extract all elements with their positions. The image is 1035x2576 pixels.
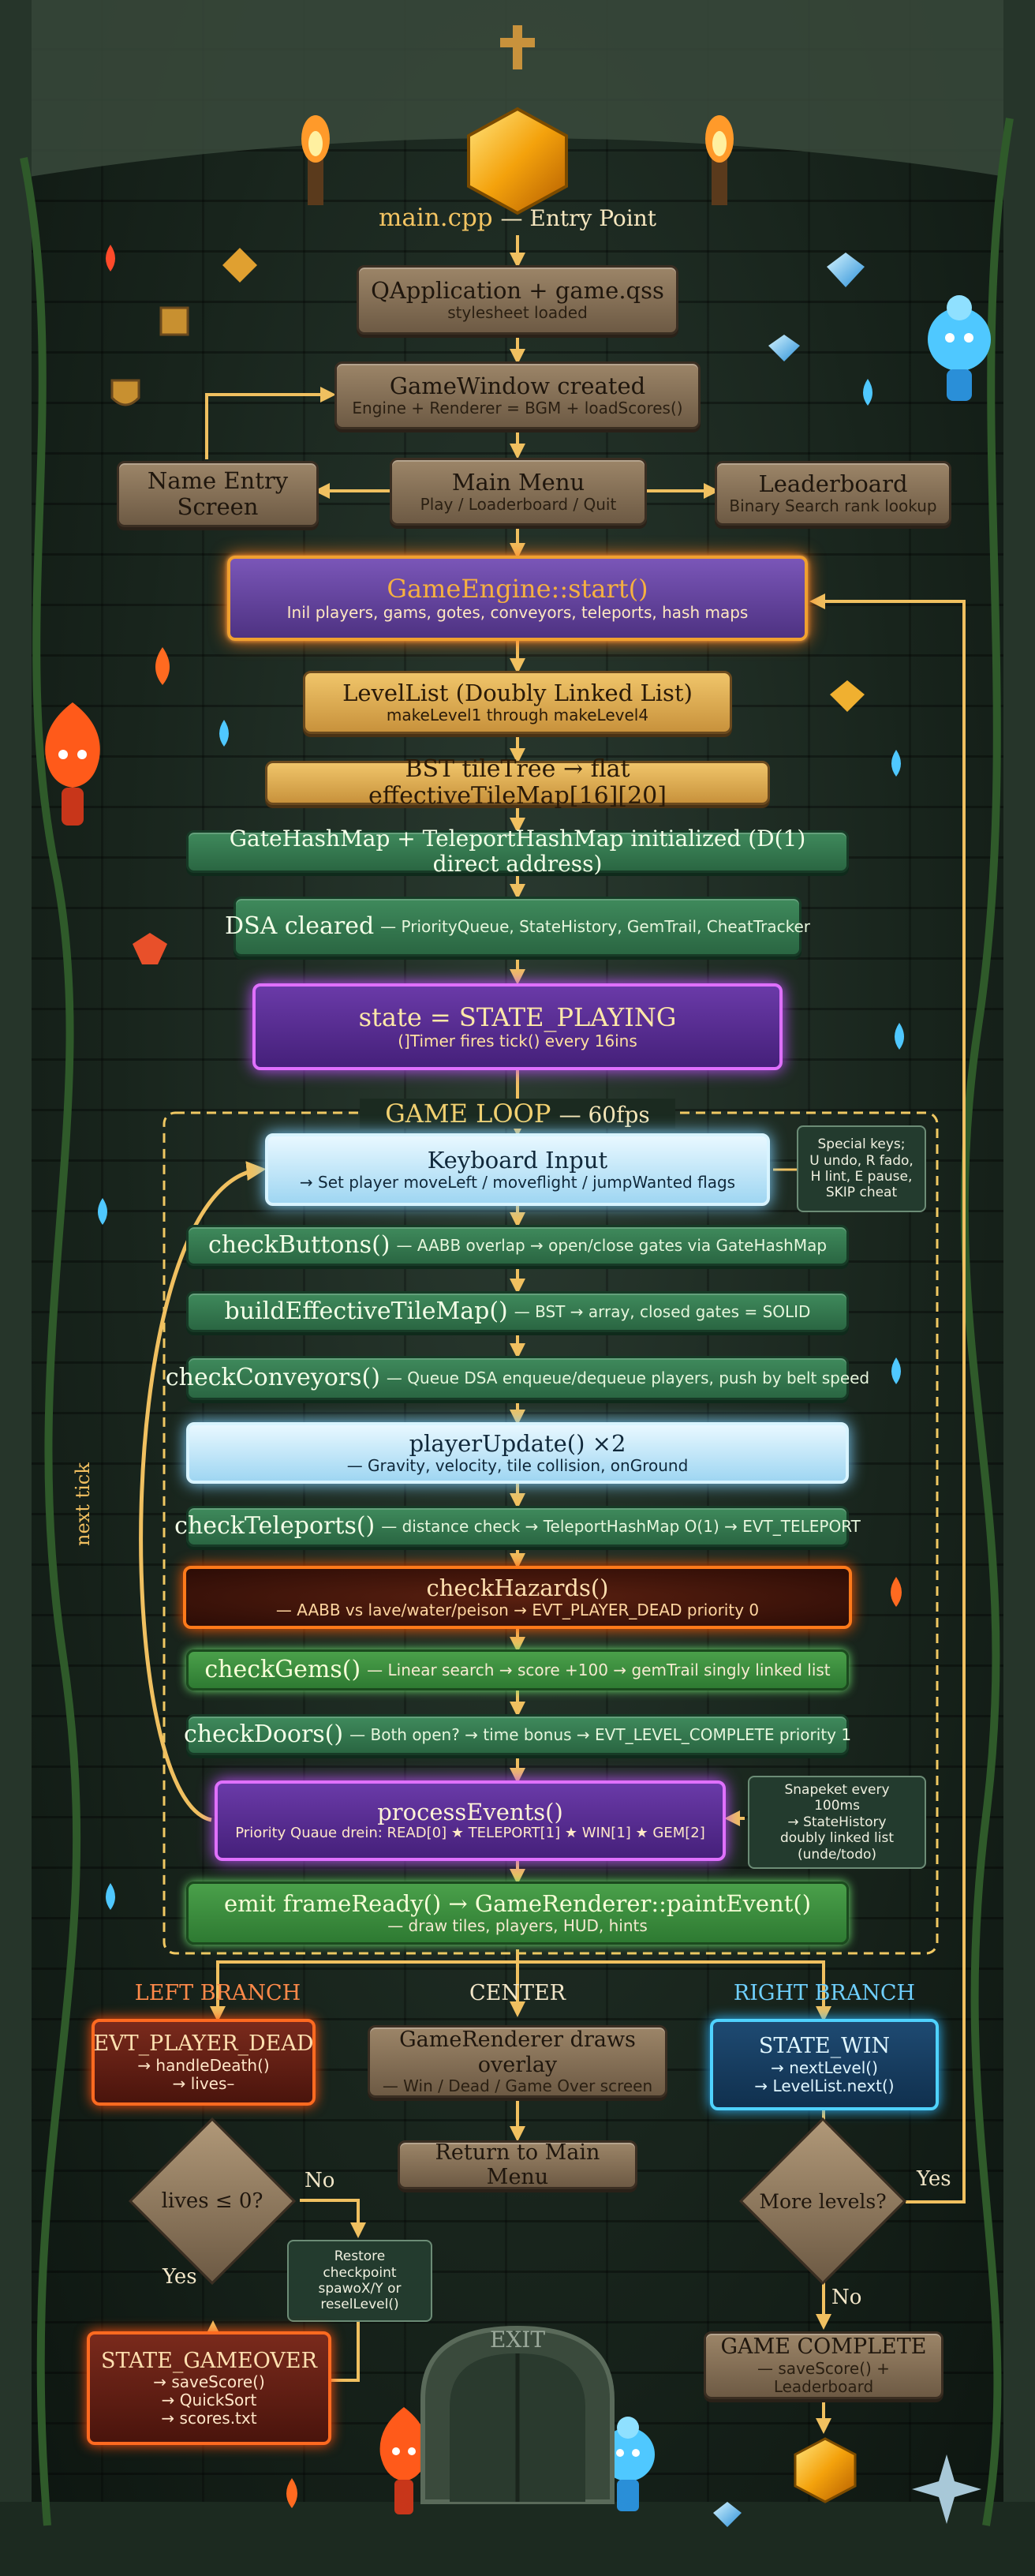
game-loop-frame: [163, 1111, 939, 1955]
leaderboard-node: Leaderboard Binary Search rank lookup: [715, 461, 951, 526]
lives-yes-label: Yes: [163, 2265, 197, 2289]
frame-ready-node: emit frameReady() → GameRenderer::paintE…: [186, 1881, 849, 1945]
bst-tiletree-node: BST tileTree → flat effectiveTileMap[16]…: [265, 755, 770, 810]
engine-start-node: GameEngine::start() Inil players, gams, …: [227, 556, 808, 641]
check-teleports-node: checkTeleports() — distance check → Tele…: [174, 1506, 861, 1547]
check-doors-node: checkDoors() — Both open? → time bonus →…: [184, 1714, 851, 1755]
water-drop-icon: [106, 1883, 115, 1910]
fire-drop-icon: [286, 2478, 297, 2508]
gem-icon-bottom: [794, 2437, 857, 2503]
qapplication-node: QApplication + game.qss stylesheet loade…: [357, 265, 678, 335]
game-loop-title: GAME LOOP — 60fps: [360, 1099, 675, 1129]
water-drop-icon: [895, 1023, 904, 1050]
state-win-node: STATE_WIN → nextLevel() → LevelList.next…: [710, 2019, 939, 2110]
special-keys-note: Special keys; U undo, R fado, H lint, E …: [797, 1125, 926, 1212]
gem-icon-top: [467, 107, 568, 215]
water-drop-icon: [98, 1198, 107, 1225]
entry-file: main.cpp: [378, 204, 493, 232]
check-conveyors-node: checkConveyors() — Queue DSA enqueue/deq…: [166, 1356, 869, 1400]
hashmap-init-node: GateHashMap + TeleportHashMap initialize…: [186, 826, 849, 877]
lives-decision: lives ≤ 0?: [128, 2117, 297, 2286]
torch-icon-right: [705, 115, 734, 205]
dsa-cleared-node: DSA cleared — PriorityQueue, StateHistor…: [225, 897, 810, 957]
restore-checkpoint-note: Restore checkpoint spawoX/Y or reselLeve…: [287, 2240, 432, 2322]
process-events-node: processEvents() Priority Quaue drein: RE…: [215, 1780, 726, 1861]
fire-drop-icon: [155, 647, 170, 685]
sparkle-icon: [912, 2454, 981, 2524]
exit-door: [420, 2325, 615, 2504]
water-drop-icon: [219, 720, 229, 747]
levels-no-label: No: [831, 2286, 862, 2309]
gold-gem-icon: [222, 248, 257, 283]
return-menu-node: Return to Main Menu: [398, 2140, 637, 2189]
gameover-node: STATE_GAMEOVER → saveScore() → QuickSort…: [87, 2331, 331, 2445]
player-dead-node: EVT_PLAYER_DEAD → handleDeath() → lives–: [92, 2019, 316, 2106]
check-hazards-node: checkHazards() — AABB vs lave/water/peis…: [183, 1566, 852, 1629]
stone-arch: [0, 0, 1035, 182]
lives-no-label: No: [305, 2169, 335, 2192]
blue-gem-icon: [713, 2502, 742, 2527]
main-menu-node: Main Menu Play / Loaderboard / Quit: [390, 458, 647, 526]
blue-gem-icon: [827, 253, 865, 287]
fireboy-icon-bottom: [379, 2407, 428, 2514]
build-tilemap-node: buildEffectiveTileMap() — BST → array, c…: [186, 1291, 849, 1332]
levellist-node: LevelList (Doubly Linked List) makeLevel…: [303, 671, 732, 734]
torch-icon-left: [301, 115, 330, 205]
exit-sign: EXIT: [489, 2327, 546, 2353]
red-gem-icon: [133, 933, 167, 964]
check-buttons-node: checkButtons() — AABB overlap → open/clo…: [186, 1225, 849, 1266]
name-entry-node: Name Entry Screen: [117, 461, 319, 527]
gold-gem-icon: [830, 680, 865, 712]
more-levels-decision: More levels?: [738, 2117, 907, 2286]
blue-gem-icon: [768, 335, 800, 361]
water-drop-icon: [863, 379, 872, 406]
state-playing-node: state = STATE_PLAYING (]Timer fires tick…: [252, 983, 783, 1070]
watergirl-icon: [928, 295, 991, 401]
gold-block-icon: [159, 306, 189, 336]
player-update-node: playerUpdate() ×2 — Gravity, velocity, t…: [186, 1422, 849, 1484]
next-tick-arrow: [139, 1161, 267, 1822]
entry-title: main.cpp — Entry Point: [281, 204, 754, 232]
gamewindow-node: GameWindow created Engine + Renderer = B…: [334, 361, 701, 429]
entry-label: — Entry Point: [500, 205, 657, 231]
water-drop-icon: [891, 750, 901, 777]
next-tick-label: next tick: [72, 1462, 94, 1546]
keyboard-input-node: Keyboard Input → Set player moveLeft / m…: [265, 1133, 770, 1206]
center-branch-label: CENTER: [469, 1981, 566, 2005]
water-drop-icon: [891, 1357, 901, 1384]
right-branch-label: RIGHT BRANCH: [733, 1981, 916, 2005]
snapshot-note: Snapeket every 100ms → StateHistory doub…: [748, 1776, 926, 1869]
check-gems-node: checkGems() — Linear search → score +100…: [186, 1649, 849, 1690]
cross-icon: [500, 25, 535, 69]
vine-left: [20, 157, 81, 2526]
vine-right: [960, 118, 1014, 2526]
fire-drop-icon: [106, 245, 115, 271]
levels-yes-label: Yes: [917, 2167, 951, 2191]
fireboy-icon: [45, 702, 100, 826]
game-complete-node: GAME COMPLETE — saveScore() + Leaderboar…: [704, 2331, 943, 2399]
fire-drop-icon: [891, 1577, 902, 1607]
overlay-node: GameRenderer draws overlay — Win / Dead …: [368, 2025, 667, 2098]
left-branch-label: LEFT BRANCH: [134, 1981, 301, 2005]
shield-icon: [110, 379, 140, 406]
more-levels-yes-arrow: [809, 593, 966, 2203]
